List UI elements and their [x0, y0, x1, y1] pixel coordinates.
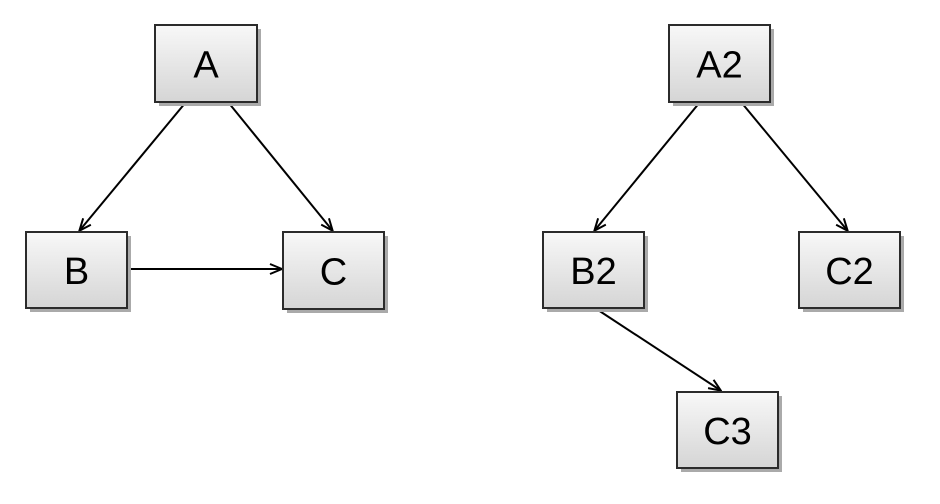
node-label-C: C: [320, 252, 347, 294]
edge-A-B: [80, 101, 187, 230]
node-A2[interactable]: A2: [668, 24, 774, 106]
node-label-A: A: [193, 45, 219, 87]
node-box: [282, 231, 385, 310]
node-box: [798, 231, 901, 309]
edge-A-C: [227, 101, 332, 230]
edge-A2-B2: [595, 101, 701, 230]
node-box: [676, 391, 779, 469]
edge-B2-C3: [594, 307, 720, 390]
node-box: [668, 24, 771, 103]
node-label-C2: C2: [825, 251, 874, 293]
node-A[interactable]: A: [154, 24, 261, 106]
node-box: [154, 24, 258, 103]
node-label-B2: B2: [570, 251, 616, 293]
node-box: [25, 231, 128, 309]
node-label-A2: A2: [696, 45, 742, 87]
node-B2[interactable]: B2: [542, 231, 648, 312]
node-C2[interactable]: C2: [798, 231, 904, 312]
edge-A2-C2: [740, 101, 847, 230]
node-label-C3: C3: [703, 411, 752, 453]
node-C[interactable]: C: [282, 231, 388, 313]
node-C3[interactable]: C3: [676, 391, 782, 472]
node-box: [542, 231, 645, 309]
node-label-B: B: [64, 251, 89, 293]
node-B[interactable]: B: [25, 231, 131, 312]
